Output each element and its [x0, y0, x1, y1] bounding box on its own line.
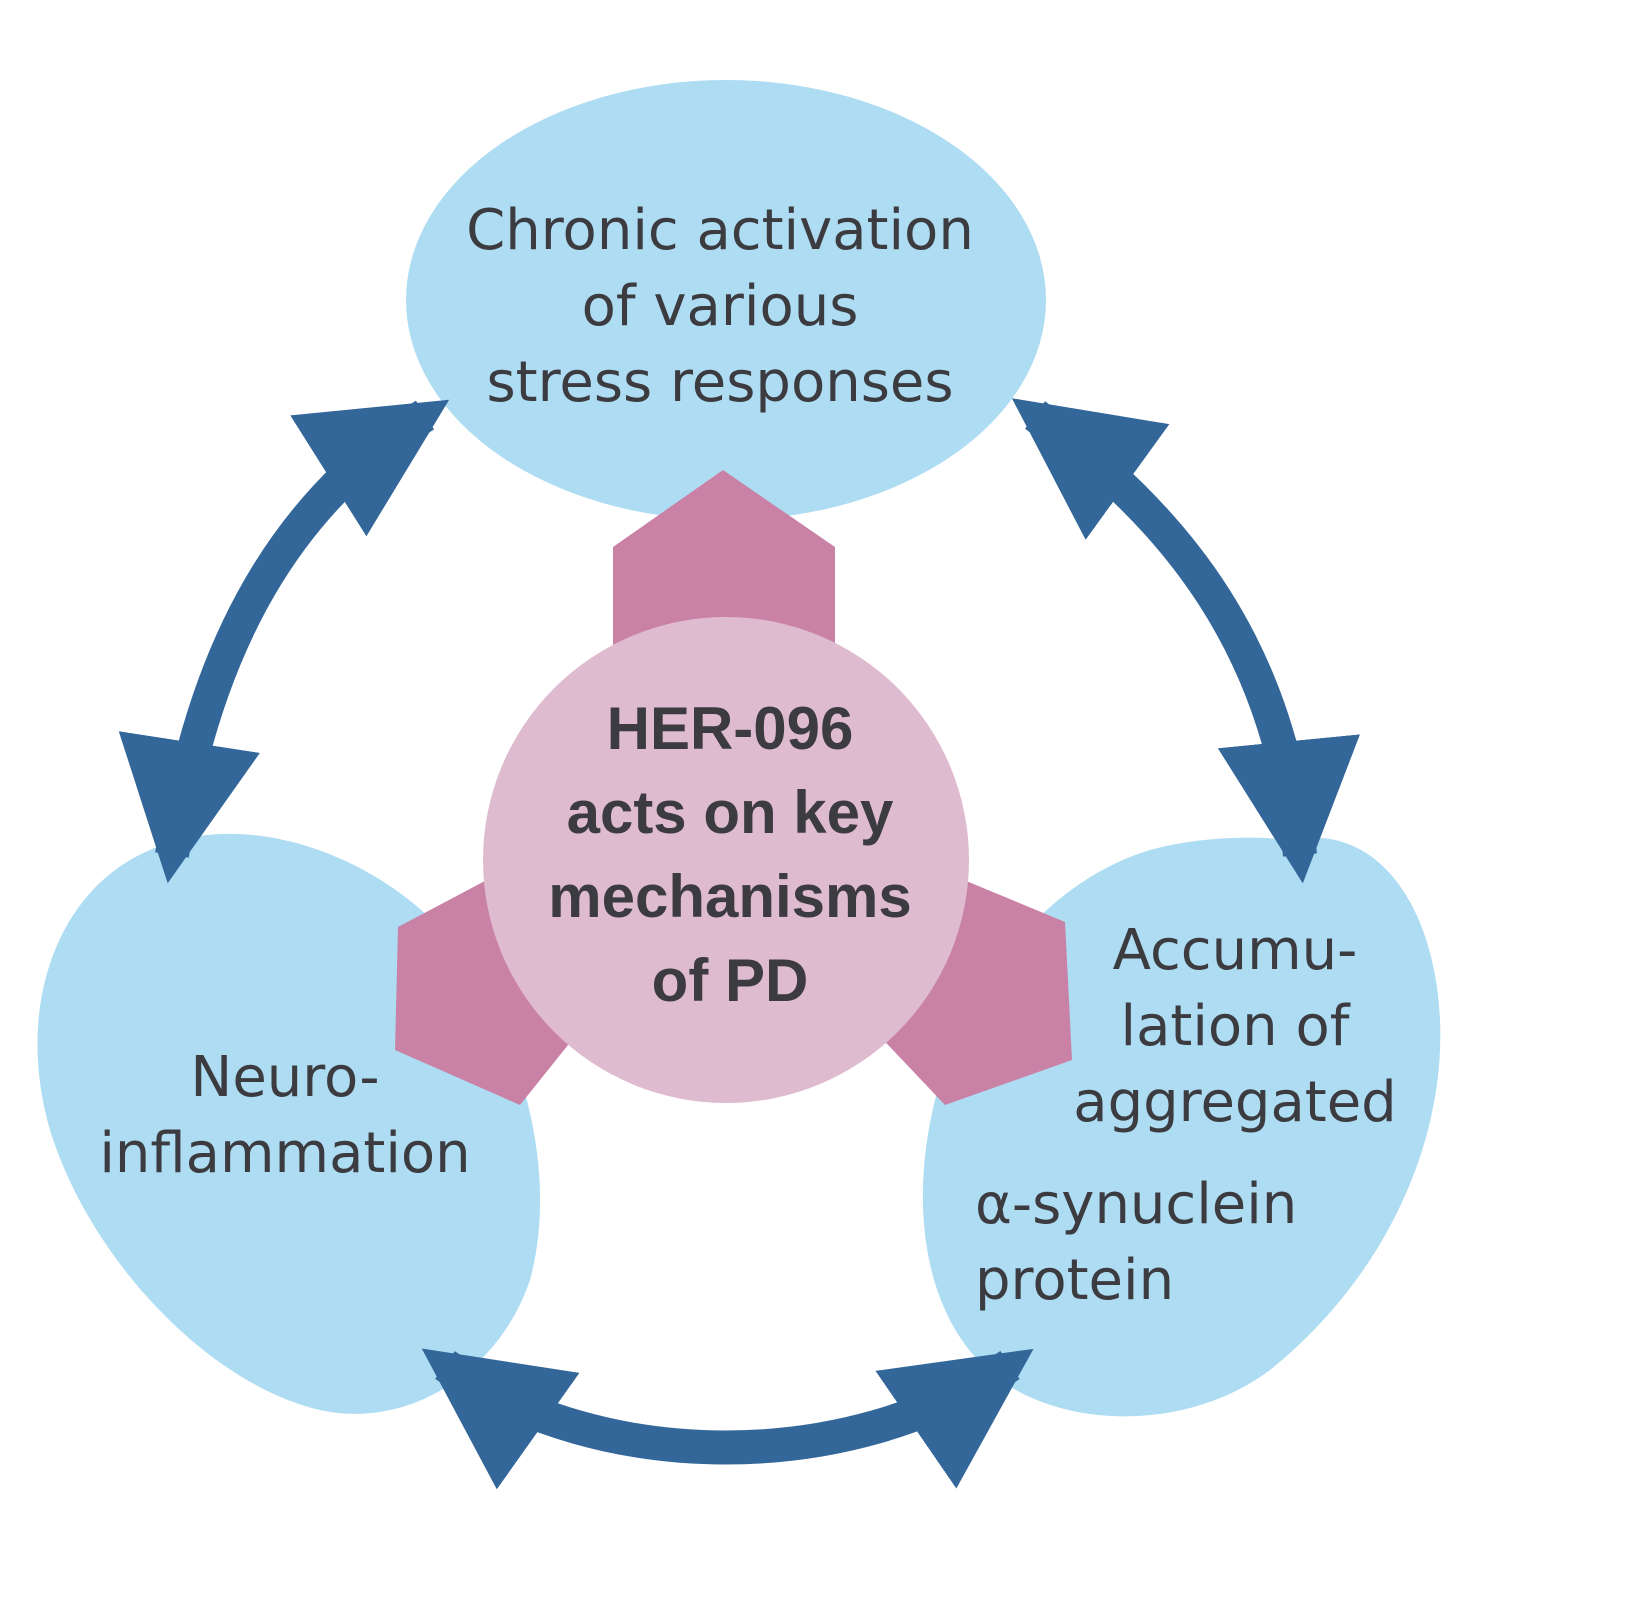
center-line-3: mechanisms [548, 863, 912, 930]
arrow-top-left [118, 399, 450, 884]
node-right-line-5: protein [975, 1248, 1175, 1313]
center-line-1: HER-096 [606, 695, 854, 762]
arrow-top-right [1011, 398, 1360, 884]
node-right-line-2: lation of [1120, 994, 1350, 1059]
node-top-line-2: of various [581, 274, 859, 339]
node-top-line-3: stress responses [486, 350, 954, 415]
node-right-label-lower: α-synuclein protein [975, 1167, 1335, 1319]
node-left-label: Neuro- inflammation [60, 1040, 510, 1192]
hexagon-top [613, 470, 835, 660]
node-left-line-1: Neuro- [190, 1045, 380, 1110]
node-top-ellipse [406, 80, 1046, 520]
node-right-label-upper: Accumu- lation of aggregated [1040, 913, 1430, 1141]
node-right-line-3: aggregated [1073, 1070, 1397, 1135]
arrow-bottom [421, 1348, 1034, 1490]
center-line-4: of PD [651, 947, 809, 1014]
node-top-label: Chronic activation of various stress res… [360, 193, 1080, 421]
node-right-line-4: α-synuclein [975, 1172, 1298, 1237]
node-left-line-2: inflammation [99, 1121, 471, 1186]
center-label: HER-096 acts on key mechanisms of PD [480, 687, 980, 1023]
center-circle [483, 617, 969, 1103]
center-line-2: acts on key [566, 779, 894, 846]
node-right-line-1: Accumu- [1112, 918, 1358, 983]
node-top-line-1: Chronic activation [466, 198, 974, 263]
